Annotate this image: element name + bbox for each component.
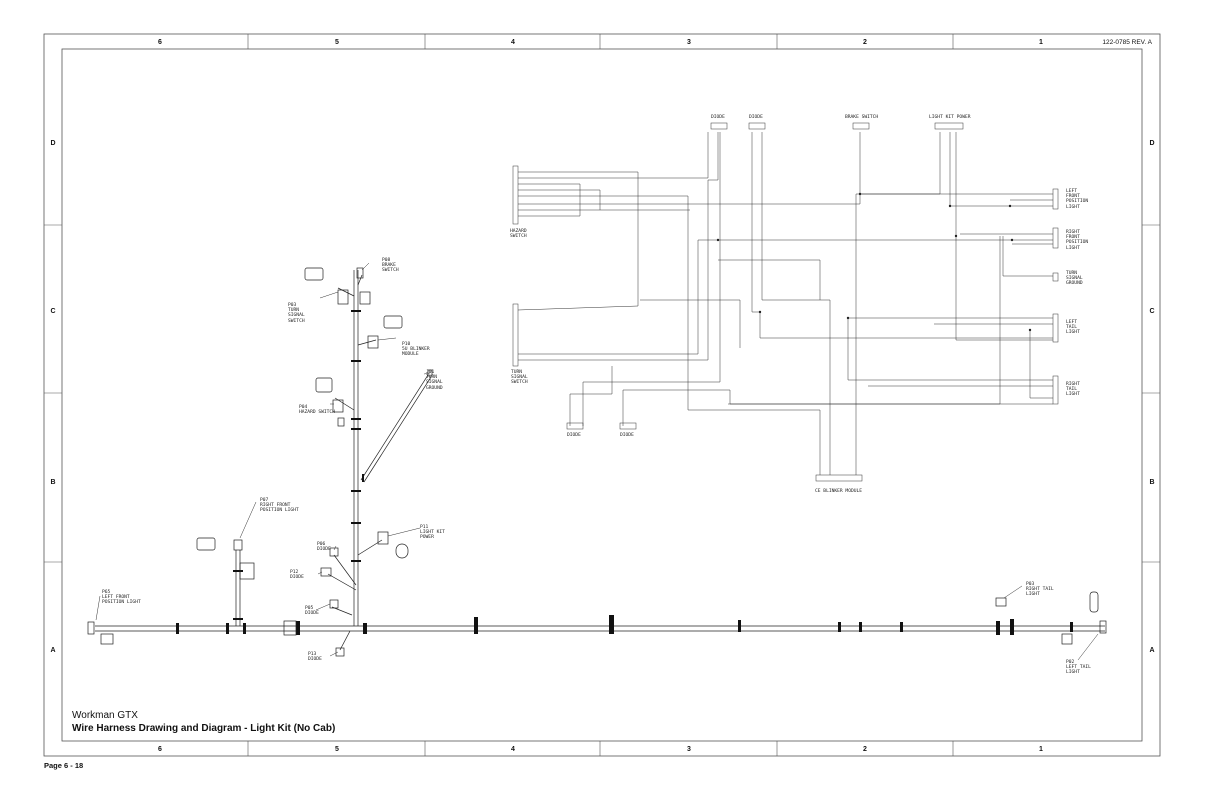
label-p12-diode: P12 DIODE <box>290 570 304 581</box>
diode-bottom-1 <box>566 422 584 430</box>
row-label-left-b: B <box>50 479 55 486</box>
label-p04-hazard-switch: P04 HAZARD SWITCH <box>299 405 335 416</box>
blinker-module-connector <box>815 474 863 482</box>
harness-ground-branch <box>360 374 429 481</box>
col-label-bottom-6: 6 <box>158 746 162 753</box>
left-tail-connector <box>1052 313 1059 343</box>
col-label-bottom-2: 2 <box>863 746 867 753</box>
label-p08-brake-switch: P08 BRAKE SWITCH <box>382 258 399 274</box>
col-label-bottom-4: 4 <box>511 746 515 753</box>
col-label-top-2: 2 <box>863 39 867 46</box>
row-dividers <box>44 224 1160 563</box>
harness-drawing <box>95 270 1105 651</box>
title-main: Wire Harness Drawing and Diagram - Light… <box>72 723 336 734</box>
column-dividers <box>247 34 954 756</box>
label-p06-diode: P06 DIODE <box>317 542 331 553</box>
label-p13-diode: P13 DIODE <box>308 652 322 663</box>
page-number: Page 6 - 18 <box>44 761 84 770</box>
row-label-left-a: A <box>50 647 55 654</box>
row-label-right-d: D <box>1149 140 1154 147</box>
label-p65-left-front-position-light: P65 LEFT FRONT POSITION LIGHT <box>102 590 141 606</box>
label-right-tail-light: RIGHT TAIL LIGHT <box>1066 382 1080 398</box>
label-j01-turn-signal-ground: J01 TURN SIGNAL GROUND <box>426 370 443 391</box>
label-p05-diode: P05 DIODE <box>305 606 319 617</box>
splice-dots <box>716 192 1032 332</box>
row-label-left-c: C <box>50 308 55 315</box>
col-label-top-3: 3 <box>687 39 691 46</box>
label-hazard-switch: HAZARD SWITCH <box>510 229 527 240</box>
label-blinker-module: CE BLINKER MODULE <box>815 489 863 494</box>
col-label-top-1: 1 <box>1039 39 1043 46</box>
hazard-switch-connector <box>512 165 519 225</box>
diode-top-1 <box>710 122 728 130</box>
label-p02-left-tail-light: P02 LEFT TAIL LIGHT <box>1066 660 1091 676</box>
left-front-connector <box>1052 188 1059 210</box>
schematic <box>512 122 1059 482</box>
col-label-bottom-1: 1 <box>1039 746 1043 753</box>
label-p03-turn-signal-switch: P03 TURN SIGNAL SWITCH <box>288 303 305 324</box>
label-brake-switch: BRAKE SWITCH <box>845 115 879 120</box>
label-diode-top-2: DIODE <box>749 115 763 120</box>
label-turn-signal-ground: TURN SIGNAL GROUND <box>1066 271 1083 287</box>
harness-clips <box>176 310 1073 635</box>
label-right-front-position-light: RIGHT FRONT POSITION LIGHT <box>1066 230 1089 251</box>
turn-signal-switch-connector <box>512 303 519 367</box>
light-kit-power-connector <box>934 122 964 130</box>
diode-top-2 <box>748 122 766 130</box>
row-label-right-a: A <box>1149 647 1154 654</box>
turn-ground-connector <box>1052 272 1059 282</box>
label-left-front-position-light: LEFT FRONT POSITION LIGHT <box>1066 189 1089 210</box>
harness-connectors <box>87 267 1107 657</box>
col-label-bottom-3: 3 <box>687 746 691 753</box>
col-label-top-4: 4 <box>511 39 515 46</box>
label-p03-right-tail-light: P03 RIGHT TAIL LIGHT <box>1026 582 1054 598</box>
inner-border <box>61 48 1143 742</box>
label-light-kit-power: LIGHT KIT POWER <box>929 115 971 120</box>
row-label-left-d: D <box>50 140 55 147</box>
right-tail-connector <box>1052 375 1059 405</box>
col-label-top-6: 6 <box>158 39 162 46</box>
row-label-right-c: C <box>1149 308 1154 315</box>
drawing-number: 122-0785 REV. A <box>1102 39 1152 46</box>
title-model: Workman GTX <box>72 710 138 721</box>
col-label-top-5: 5 <box>335 39 339 46</box>
col-label-bottom-5: 5 <box>335 746 339 753</box>
label-p07-right-front-position-light: P07 RIGHT FRONT POSITION LIGHT <box>260 498 299 514</box>
label-diode-bottom-2: DIODE <box>620 433 634 438</box>
outer-border <box>43 33 1161 757</box>
row-label-right-b: B <box>1149 479 1154 486</box>
label-p10-blinker-module: P10 5U BLINKER MODULE <box>402 342 430 358</box>
diode-bottom-2 <box>619 422 637 430</box>
label-turn-signal-switch: TURN SIGNAL SWITCH <box>511 370 528 386</box>
leader-lines <box>95 262 1099 661</box>
label-left-tail-light: LEFT TAIL LIGHT <box>1066 320 1080 336</box>
label-diode-top-1: DIODE <box>711 115 725 120</box>
label-p11-light-kit-power: P11 LIGHT KIT POWER <box>420 525 445 541</box>
brake-switch-connector <box>852 122 870 130</box>
right-front-connector <box>1052 227 1059 249</box>
label-diode-bottom-1: DIODE <box>567 433 581 438</box>
